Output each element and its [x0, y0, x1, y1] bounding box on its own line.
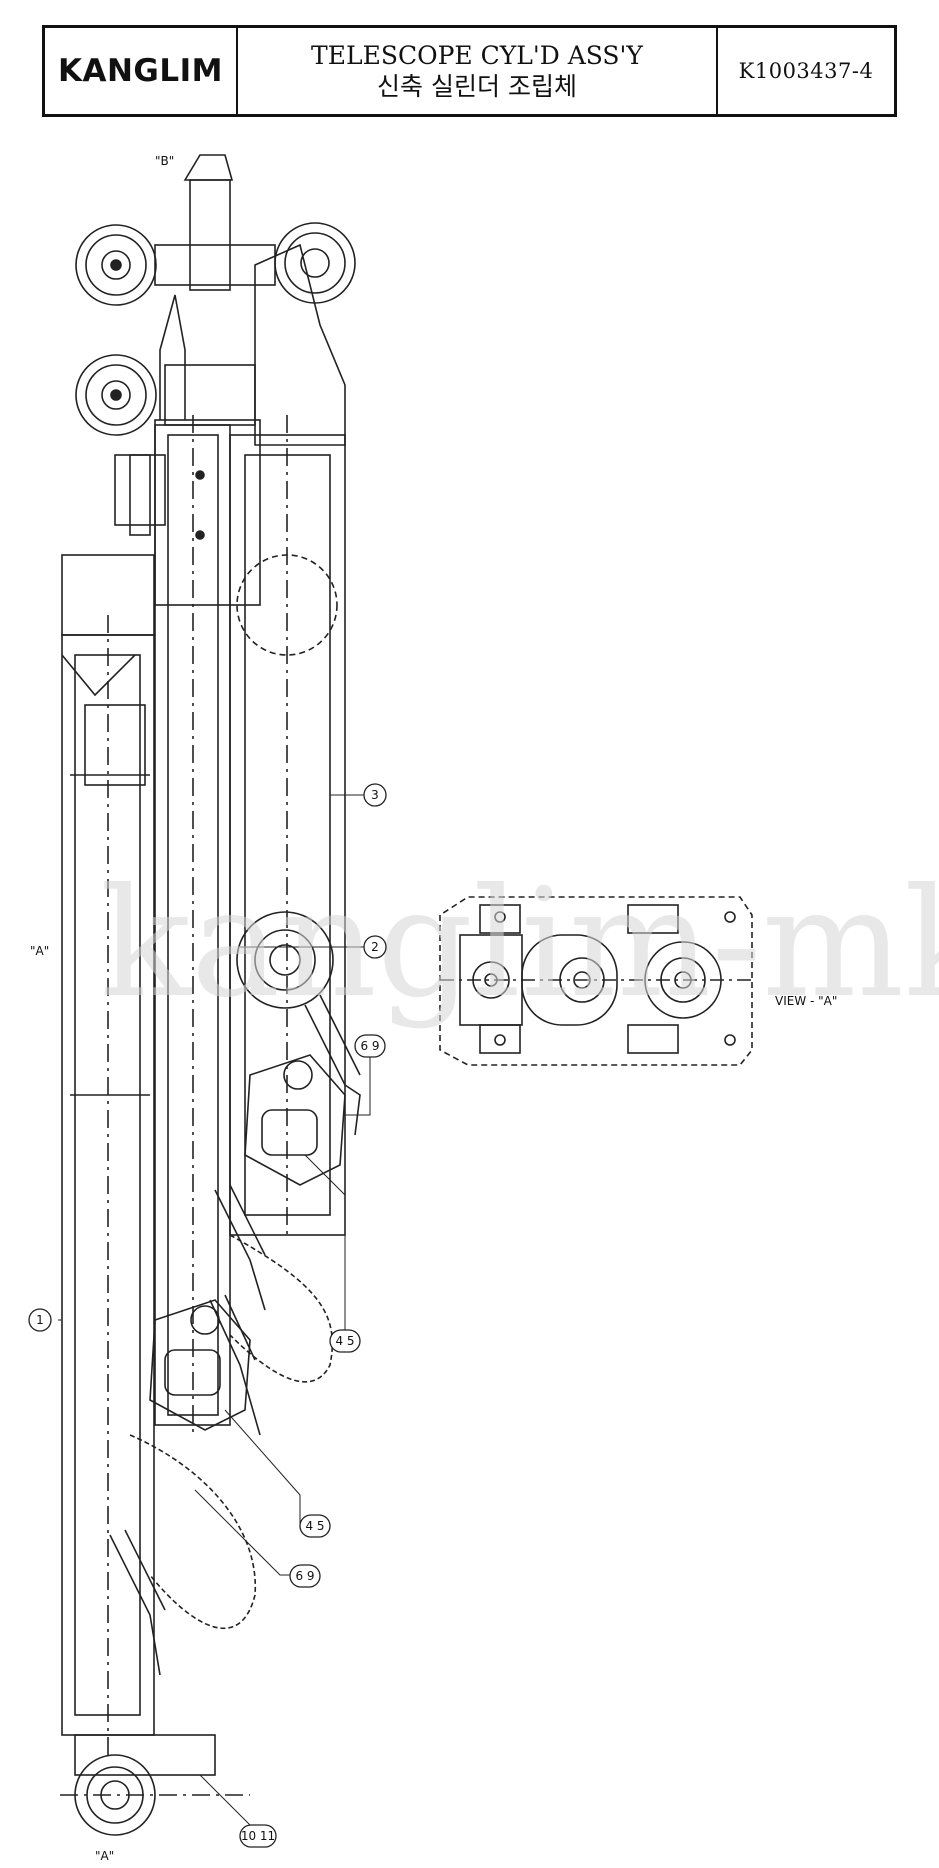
svg-text:6 9: 6 9 — [295, 1569, 314, 1583]
upper-sheave-wheels — [75, 154, 356, 436]
section-arrow-b: "B" — [155, 154, 174, 168]
callout-3: 3 — [363, 783, 387, 807]
section-arrow-a-top: "A" — [30, 944, 49, 958]
svg-text:3: 3 — [371, 788, 379, 802]
callout-10-11: 10 11 — [239, 1824, 277, 1848]
part-number: K1003437-4 — [738, 59, 874, 83]
view-a-label: VIEW - "A" — [775, 994, 837, 1008]
watermark: kanglim-mk.ru — [100, 857, 939, 1031]
callout-1: 1 — [28, 1308, 52, 1332]
svg-text:4 5: 4 5 — [305, 1519, 324, 1533]
callout-4-5-lower: 4 5 — [299, 1514, 331, 1538]
svg-text:1: 1 — [36, 1313, 44, 1327]
title-block: KANGLIM TELESCOPE CYL'D ASS'Y 신축 실린더 조립체… — [42, 25, 897, 117]
body-details — [61, 454, 338, 1096]
drawing-title-korean: 신축 실린더 조립체 — [377, 72, 577, 101]
view-a-detail — [439, 896, 753, 1066]
svg-text:2: 2 — [371, 940, 379, 954]
section-arrow-a-bottom: "A" — [95, 1849, 114, 1863]
hose-fittings — [109, 994, 361, 1676]
bottom-mounting-eye — [60, 1734, 250, 1836]
technical-drawing: kanglim-mk.ru 1 2 3 4 5 4 5 6 9 6 9 — [28, 154, 939, 1863]
svg-text:4 5: 4 5 — [335, 1334, 354, 1348]
logo-cell: KANGLIM — [45, 28, 238, 114]
svg-text:6 9: 6 9 — [360, 1039, 379, 1053]
hose-brackets — [129, 1054, 346, 1629]
callout-2: 2 — [363, 935, 387, 959]
svg-text:10 11: 10 11 — [241, 1829, 275, 1843]
telescope-cylinder-body — [61, 415, 346, 1755]
title-cell: TELESCOPE CYL'D ASS'Y 신축 실린더 조립체 — [238, 28, 718, 114]
callout-6-9-lower: 6 9 — [289, 1564, 321, 1588]
callout-4-5-upper: 4 5 — [329, 1329, 361, 1353]
callout-6-9-upper: 6 9 — [354, 1034, 386, 1058]
company-logo: KANGLIM — [57, 53, 224, 89]
drawing-title-english: TELESCOPE CYL'D ASS'Y — [311, 40, 643, 70]
part-number-cell: K1003437-4 — [718, 28, 894, 114]
